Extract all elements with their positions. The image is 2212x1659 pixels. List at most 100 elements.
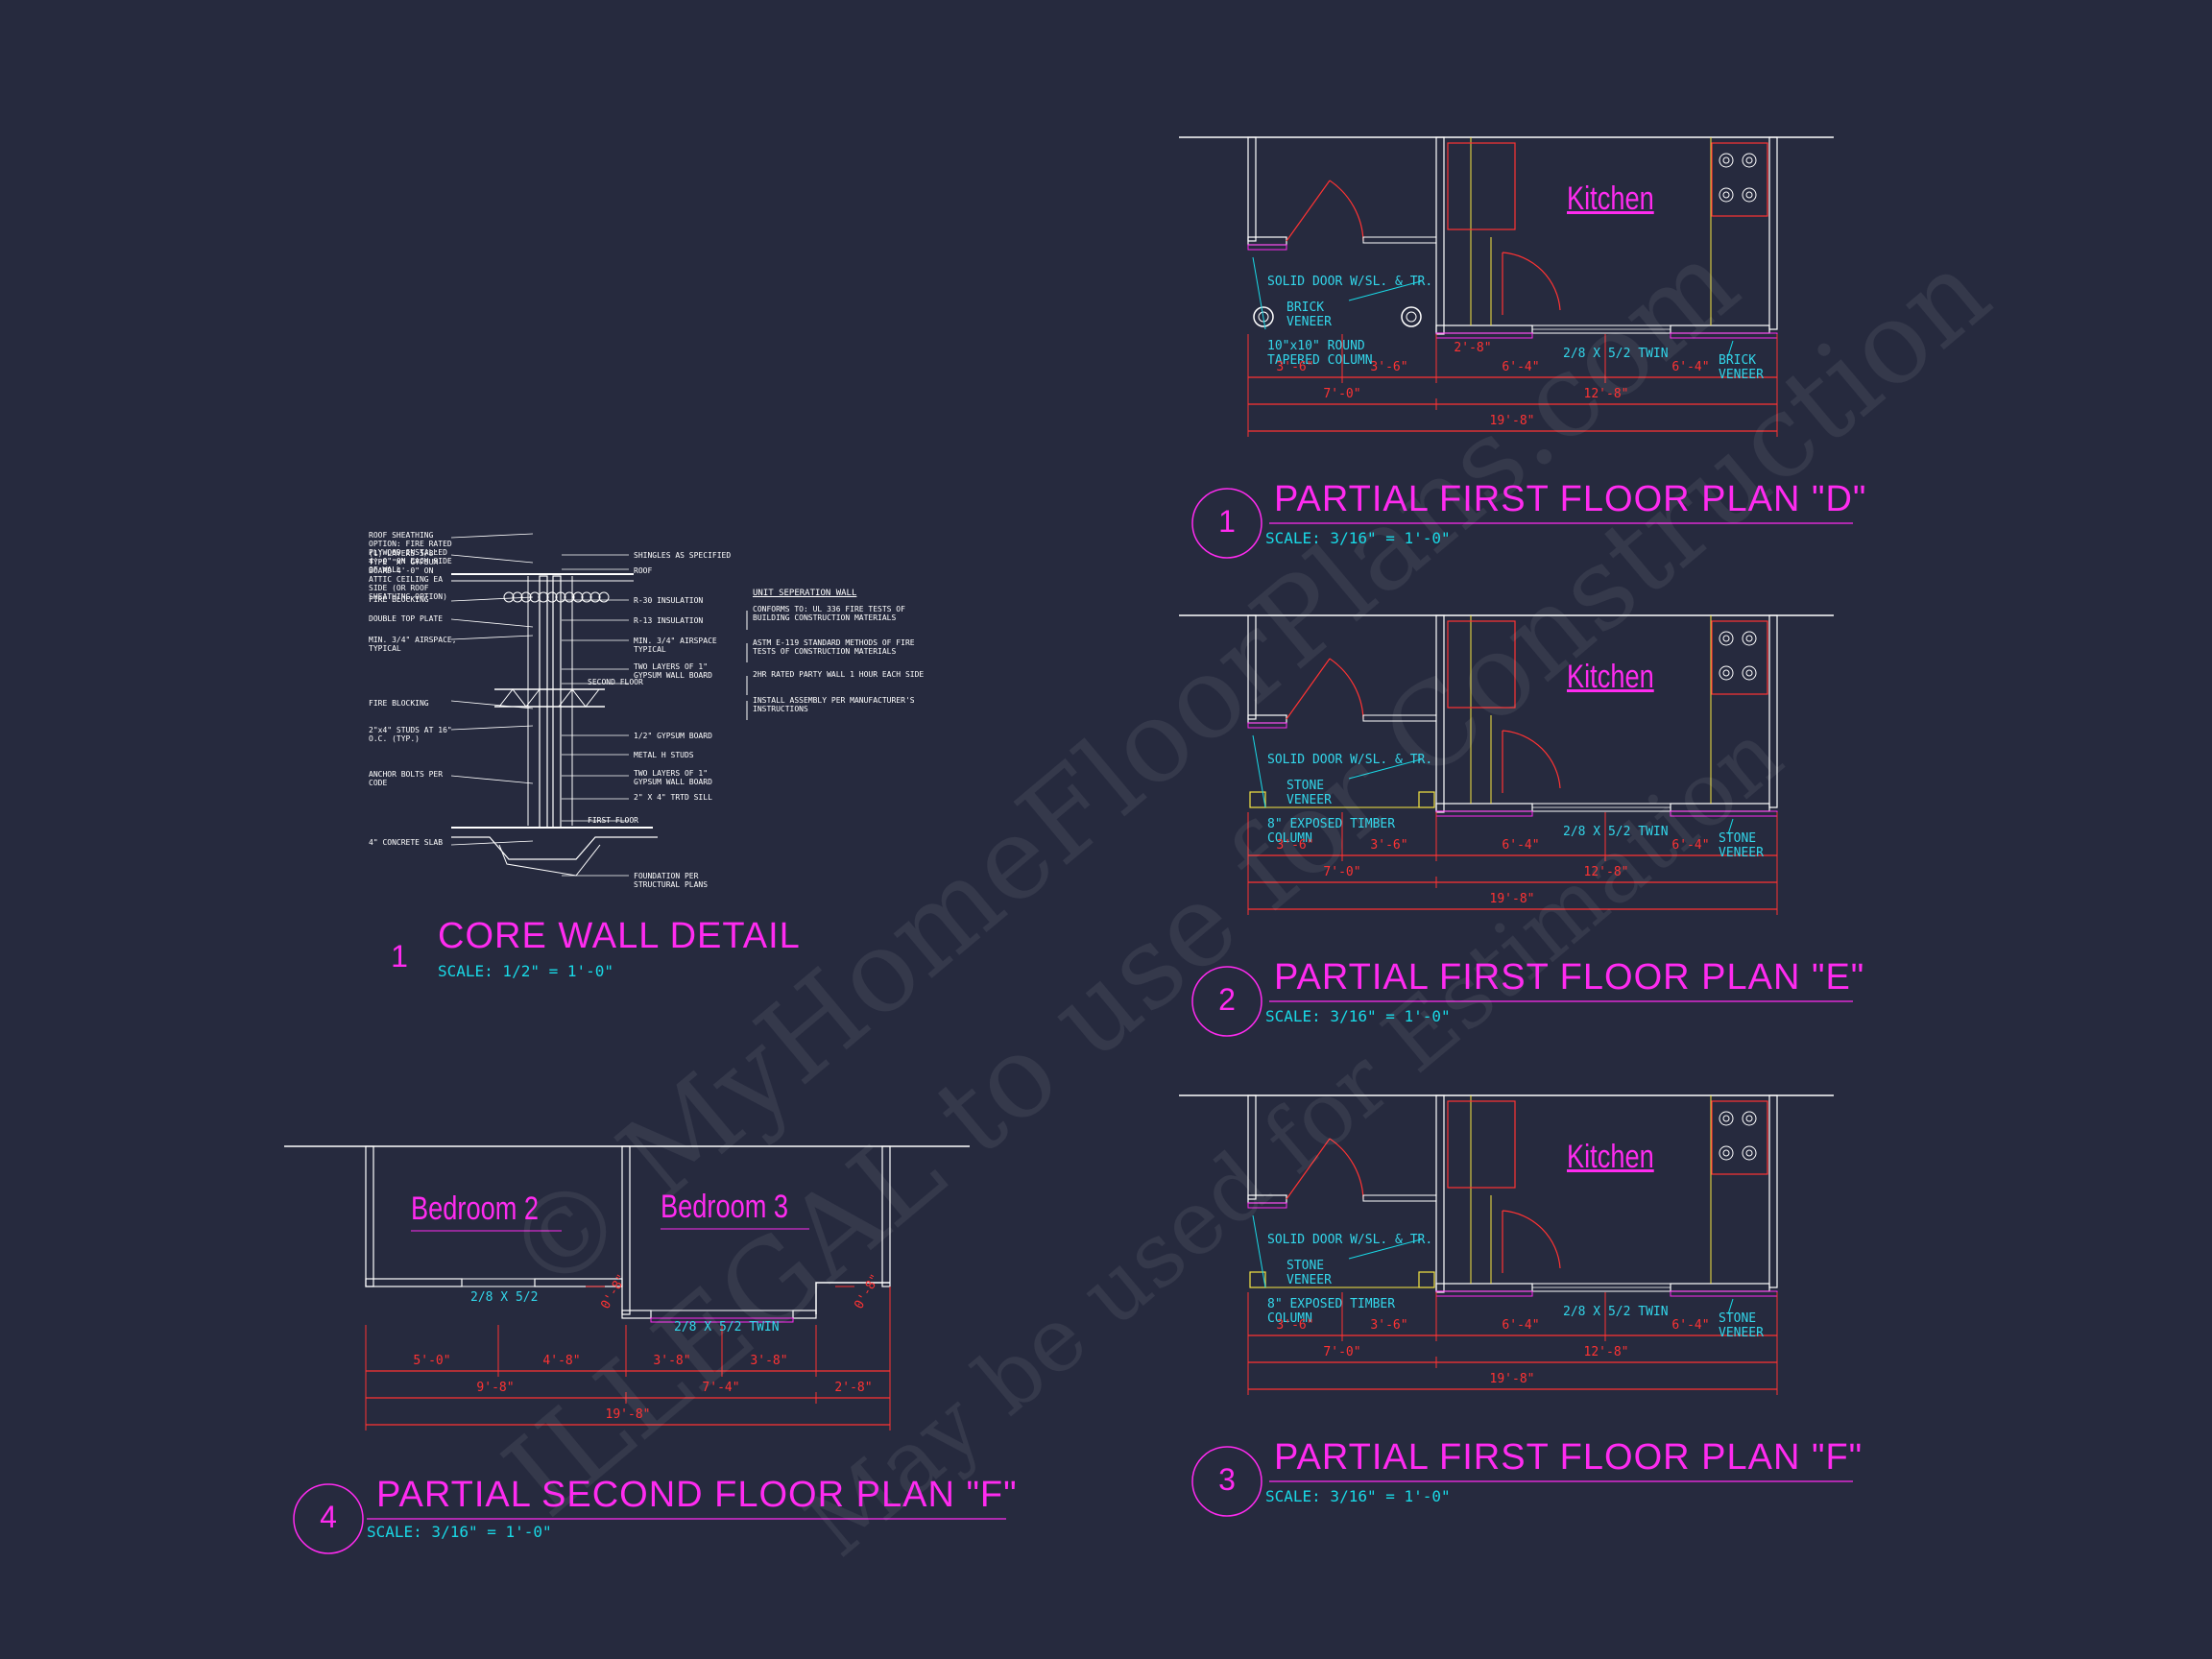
plan-1-column-right-inner (1406, 311, 1417, 323)
bedroom-2-label: Bedroom 2 (411, 1190, 540, 1227)
plan-2-burner-inner (1722, 669, 1730, 677)
leader-line-left (450, 700, 534, 709)
second-floor-dim-row1: 5'-0" (413, 1354, 451, 1368)
core-wall-right-note: ROOF (634, 566, 653, 575)
plan-2-burner (1742, 631, 1757, 646)
plan-1-dim-row1: 6'-4" (1671, 360, 1710, 374)
core-wall-right-note: FIRST FLOOR (588, 816, 638, 825)
plan-1-dim-row1: 3'-6" (1370, 360, 1408, 374)
plan-1-veneer-note: BRICK VENEER (1286, 301, 1332, 329)
second-floor-number-circle (293, 1483, 364, 1554)
insulation-loop (546, 591, 558, 603)
plan-3-dim-row3: 19'-8" (1489, 1372, 1535, 1386)
unit-separation-heading: UNIT SEPERATION WALL (753, 589, 857, 598)
plan-1-door-sidelight (1362, 236, 1437, 244)
plan-2-door-note: SOLID DOOR W/SL. & TR. (1267, 753, 1433, 767)
unit-separation-note: INSTALL ASSEMBLY PER MANUFACTURER'S INST… (753, 696, 915, 713)
bedroom-3-label: Bedroom 3 (661, 1189, 789, 1225)
plan-2-leader-3 (1727, 818, 1734, 835)
footing-outline (498, 844, 601, 877)
unit-separation-note: 2HR RATED PARTY WALL 1 HOUR EACH SIDE (753, 670, 925, 679)
plan-3-dim-row2: 7'-0" (1323, 1345, 1361, 1359)
plan-3-door-note: SOLID DOOR W/SL. & TR. (1267, 1233, 1433, 1247)
plan-3-veneer-note: STONE VENEER (1286, 1259, 1332, 1287)
plan-3-veneer-porch (1247, 1202, 1287, 1209)
plan-1-burner (1742, 187, 1757, 203)
plan-2-burner (1719, 665, 1734, 681)
plan-1-number-circle (1191, 488, 1262, 559)
plan-1-burner-inner (1722, 156, 1730, 164)
plan-1-dim-row1: 3'-6" (1276, 360, 1314, 374)
plan-3-burner-inner (1745, 1149, 1753, 1157)
plan-3-room-label: Kitchen (1567, 1139, 1654, 1175)
core-wall-right-note: SECOND FLOOR (588, 678, 643, 686)
plan-2-dim-row1: 3'-6" (1370, 838, 1408, 853)
plan-3-right-wall (1768, 1094, 1778, 1288)
insulation-loop (538, 591, 549, 603)
leader-line-left (450, 554, 534, 564)
plan-2-column-note: 8" EXPOSED TIMBER COLUMN (1267, 817, 1396, 846)
plan-1-leader-3 (1727, 340, 1734, 357)
plan-1-bottom-wall-left (1435, 325, 1533, 334)
plan-2-dim-row1: 3'-6" (1276, 838, 1314, 853)
plan-3-dim-row2: 12'-8" (1583, 1345, 1629, 1359)
plan-1-column-left (1253, 306, 1274, 327)
plan-2-column-right (1418, 791, 1435, 808)
foundation-outline (451, 836, 658, 860)
second-floor-dim-row1: 4'-8" (542, 1354, 581, 1368)
plan-3-number-circle (1191, 1446, 1262, 1517)
plan-2-burner-inner (1745, 635, 1753, 642)
plan-2-door-sidelight (1362, 714, 1437, 722)
plan-2-dim-row1: 6'-4" (1671, 838, 1710, 853)
core-wall-right-note: TWO LAYERS OF 1" GYPSUM WALL BOARD (634, 769, 712, 786)
plan-1-small-dim: 2'-8" (1454, 341, 1492, 355)
plan-2-number: 2 (1218, 982, 1236, 1017)
plan-1-dim-row3: 19'-8" (1489, 414, 1535, 428)
plan-1-left-wall (1247, 136, 1257, 242)
insulation-loop (581, 591, 592, 603)
plan-1-burner-inner (1745, 191, 1753, 199)
plan-2-window-note: 2/8 X 5/2 TWIN (1563, 825, 1669, 839)
plan-3-number: 3 (1218, 1462, 1236, 1497)
second-floor-title: PARTIAL SECOND FLOOR PLAN "F" (376, 1475, 1018, 1515)
core-wall-title: CORE WALL DETAIL (438, 916, 801, 956)
second-floor-dim-row2: 7'-4" (702, 1381, 740, 1395)
plan-2-leader-2 (1348, 758, 1422, 780)
plan-3-door-sidelight (1362, 1194, 1437, 1202)
core-wall-scale: SCALE: 1/2" = 1'-0" (438, 962, 614, 980)
core-wall-stud-left (539, 575, 548, 829)
plan-1-entry-door-swing (1286, 180, 1364, 242)
core-wall-right-note: R-13 INSULATION (634, 616, 704, 625)
plan-3-dim-row1: 6'-4" (1671, 1318, 1710, 1333)
plan-1-leader-2 (1348, 280, 1422, 301)
plan-1-column-note: 10"x10" ROUND TAPERED COLUMN (1267, 339, 1373, 368)
plan-1-room-label: Kitchen (1567, 180, 1654, 217)
core-wall-left-note: DOUBLE TOP PLATE (369, 614, 444, 623)
second-floor-dim-row1: 3'-8" (653, 1354, 691, 1368)
plan-1-burner (1719, 153, 1734, 168)
plan-2-burner (1742, 665, 1757, 681)
second-floor-truss-web (498, 688, 600, 708)
core-wall-stud-right (552, 575, 562, 829)
leader-line-left (450, 618, 534, 628)
plan-2-partition-wall (1435, 614, 1445, 813)
plan-2-dim-row1: 6'-4" (1502, 838, 1540, 853)
plan-3-partition-wall (1435, 1094, 1445, 1293)
plan-3-right-note: STONE VENEER (1719, 1311, 1764, 1340)
insulation-loop (555, 591, 566, 603)
plan-2-dim-row2: 7'-0" (1323, 865, 1361, 879)
plan-3-burner-inner (1722, 1115, 1730, 1122)
plan-2-column-left (1249, 791, 1266, 808)
plan-3-column-right (1418, 1271, 1435, 1288)
plan-1-veneer-left (1435, 332, 1533, 339)
plan-2-leader-1 (1252, 734, 1266, 808)
plan-2-veneer-porch (1247, 722, 1287, 729)
plan-2-interior-door-swing (1502, 730, 1561, 793)
plan-2-dim-row2: 12'-8" (1583, 865, 1629, 879)
plan-3-left-wall (1247, 1094, 1257, 1200)
insulation-loop (564, 591, 575, 603)
leader-line-left (450, 725, 534, 731)
core-wall-left-note: ROOF SHEATHING OPTION: FIRE RATED PLYWOO… (369, 531, 452, 574)
plan-3-window-note: 2/8 X 5/2 TWIN (1563, 1305, 1669, 1319)
